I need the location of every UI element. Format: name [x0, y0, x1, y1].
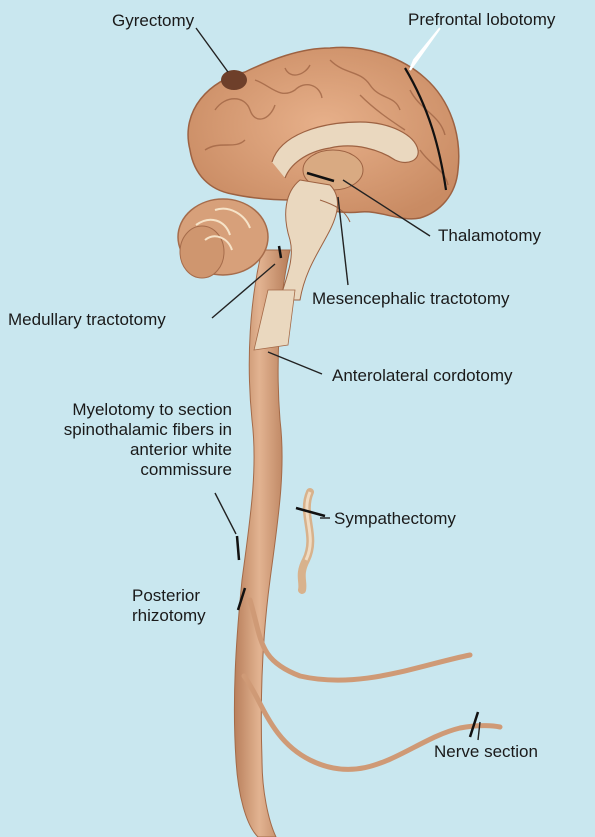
- gyrectomy-site: [221, 70, 247, 90]
- myelotomy-cut: [237, 536, 239, 560]
- label-thalamotomy: Thalamotomy: [438, 226, 541, 246]
- label-myelotomy-line3: anterior white: [10, 440, 232, 460]
- label-myelotomy-line1: Myelotomy to section: [10, 400, 232, 420]
- brainstem: [280, 180, 338, 300]
- label-nerve-section: Nerve section: [434, 742, 538, 762]
- nerve-root-upper: [250, 600, 470, 680]
- label-mesencephalic-tractotomy: Mesencephalic tractotomy: [312, 289, 509, 309]
- label-sympathectomy: Sympathectomy: [334, 509, 456, 529]
- label-myelotomy-line2: spinothalamic fibers in: [10, 420, 232, 440]
- label-posterior-rhizotomy-line1: Posterior: [132, 586, 206, 606]
- label-myelotomy: Myelotomy to section spinothalamic fiber…: [10, 400, 232, 480]
- label-gyrectomy: Gyrectomy: [112, 11, 194, 31]
- label-posterior-rhizotomy-line2: rhizotomy: [132, 606, 206, 626]
- label-medullary-tractotomy: Medullary tractotomy: [8, 310, 166, 330]
- label-prefrontal-lobotomy: Prefrontal lobotomy: [408, 10, 555, 30]
- label-myelotomy-line4: commissure: [10, 460, 232, 480]
- label-posterior-rhizotomy: Posterior rhizotomy: [132, 586, 206, 626]
- label-anterolateral-cordotomy: Anterolateral cordotomy: [332, 366, 512, 386]
